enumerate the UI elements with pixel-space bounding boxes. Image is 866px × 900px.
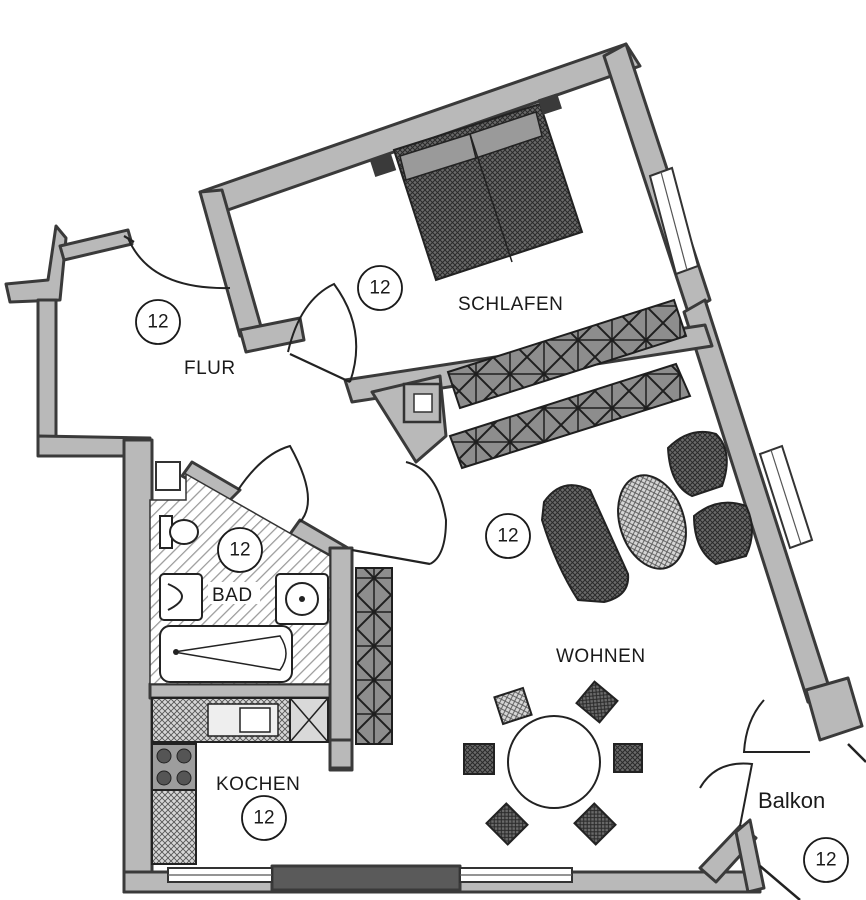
room-label: SCHLAFEN [458,294,563,315]
chair-icon [485,802,529,846]
room-label: KOCHEN [216,774,300,795]
kitchen-counter-icon [151,789,197,865]
room-flur: FLUR 12 [135,299,236,379]
doors [123,235,866,900]
sink-icon [159,573,203,621]
room-label: BAD [212,585,253,606]
room-number-badge: 12 [497,526,518,547]
room-label: Balkon [758,788,825,813]
door-icon [287,282,358,383]
living-furniture [463,430,753,846]
chair-icon [463,743,495,775]
bathroom [149,461,331,685]
chair-icon [573,802,617,846]
room-label: WOHNEN [556,646,646,667]
toilet-icon [159,515,199,549]
room-number-badge: 12 [229,540,250,561]
windows [167,166,814,883]
wardrobe-icon [446,298,688,410]
room-kochen: KOCHEN 12 [216,774,300,841]
wardrobe-icon [355,567,393,745]
shaft-icon [155,461,181,491]
window-icon [459,867,573,883]
nightstand-icon [538,93,562,115]
stove-icon [151,743,197,791]
bedroom-furniture [369,93,692,470]
room-label: FLUR [184,358,236,379]
sofa-icon [540,484,630,604]
door-icon [123,235,231,290]
chair-icon [493,686,533,726]
dining-table-icon [507,715,601,809]
room-wohnen: WOHNEN 12 [485,513,646,667]
wardrobe-icon [448,362,692,470]
nightstand-icon [369,153,397,177]
room-bad: BAD 12 [208,527,263,606]
armchair-icon [666,430,728,498]
door-icon [699,699,810,827]
bed-icon [392,102,584,282]
door-icon [351,461,448,566]
armchair-icon [692,501,753,566]
room-number-badge: 12 [369,278,390,299]
window-icon [167,867,273,883]
chair-icon [613,743,643,773]
room-balkon: Balkon 12 [758,788,849,883]
room-number-badge: 12 [815,850,836,871]
window-icon [758,444,814,550]
kitchen-counter-icon [289,697,329,743]
room-schlafen: SCHLAFEN 12 [357,265,563,315]
chair-icon [575,680,619,724]
door-icon [237,444,309,523]
room-number-badge: 12 [253,808,274,829]
kitchen [151,567,393,865]
sink-icon [275,573,329,625]
coffee-table-icon [617,474,687,570]
room-number-badge: 12 [147,312,168,333]
bathtub-icon [159,625,293,683]
window-icon [648,166,700,276]
